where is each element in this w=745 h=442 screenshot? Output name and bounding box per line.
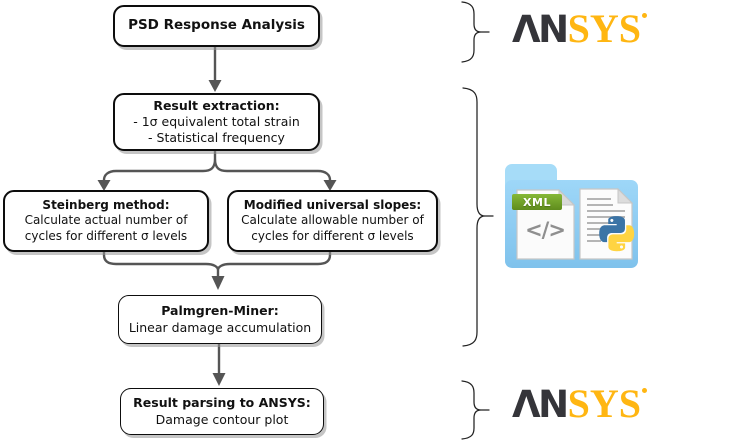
box-title: Steinberg method: (42, 197, 170, 212)
box-line: Calculate allowable number of (241, 213, 424, 228)
xml-banner-label: XML (523, 195, 551, 209)
brace-middle (462, 87, 494, 347)
ansys-logo-sys-text: SYS (567, 6, 641, 51)
flow-box-modified-universal-slopes: Modified universal slopes: Calculate all… (227, 190, 438, 252)
box-title: Result parsing to ANSYS: (133, 395, 311, 411)
arrow-heads (97, 80, 337, 386)
blue-folder-icon: </> XML (505, 160, 645, 272)
box-line: - 1σ equivalent total strain (133, 113, 300, 129)
box-title: Palmgren-Miner: (161, 303, 279, 319)
python-file-icon (579, 187, 635, 260)
split-connector (102, 146, 332, 183)
curly-braces (461, 1, 494, 440)
brace-bottom (461, 380, 490, 440)
flow-box-steinberg-method: Steinberg method: Calculate actual numbe… (3, 190, 209, 252)
box-line: Linear damage accumulation (128, 319, 312, 335)
xml-banner: XML (512, 194, 562, 210)
flow-box-result-parsing: Result parsing to ANSYS: Damage contour … (120, 388, 324, 435)
merge-connector (102, 247, 332, 278)
box-title: Result extraction: (153, 97, 280, 113)
xml-code-glyph: </> (525, 218, 565, 242)
ansys-registered-dot-icon (642, 388, 647, 393)
flow-box-palmgren-miner: Palmgren-Miner: Linear damage accumulati… (118, 295, 322, 344)
box-line: Damage contour plot (155, 411, 289, 427)
box-line: cycles for different σ levels (251, 228, 414, 243)
box-line: cycles for different σ levels (24, 228, 188, 243)
box-title: PSD Response Analysis (128, 17, 305, 34)
ansys-logo-an-text: ΛN (512, 383, 569, 426)
brace-top (461, 1, 490, 63)
flow-box-psd-response-analysis: PSD Response Analysis (113, 5, 320, 47)
ansys-logo-an-text: ΛN (512, 8, 569, 51)
box-title: Modified universal slopes: (243, 197, 422, 212)
flow-box-result-extraction: Result extraction: - 1σ equivalent total… (113, 93, 320, 151)
python-logo-icon (599, 216, 635, 252)
ansys-registered-dot-icon (642, 13, 647, 18)
ansys-logo-sys-text: SYS (567, 381, 641, 426)
box-line: Calculate actual number of (24, 213, 188, 228)
box-line: - Statistical frequency (148, 130, 285, 146)
